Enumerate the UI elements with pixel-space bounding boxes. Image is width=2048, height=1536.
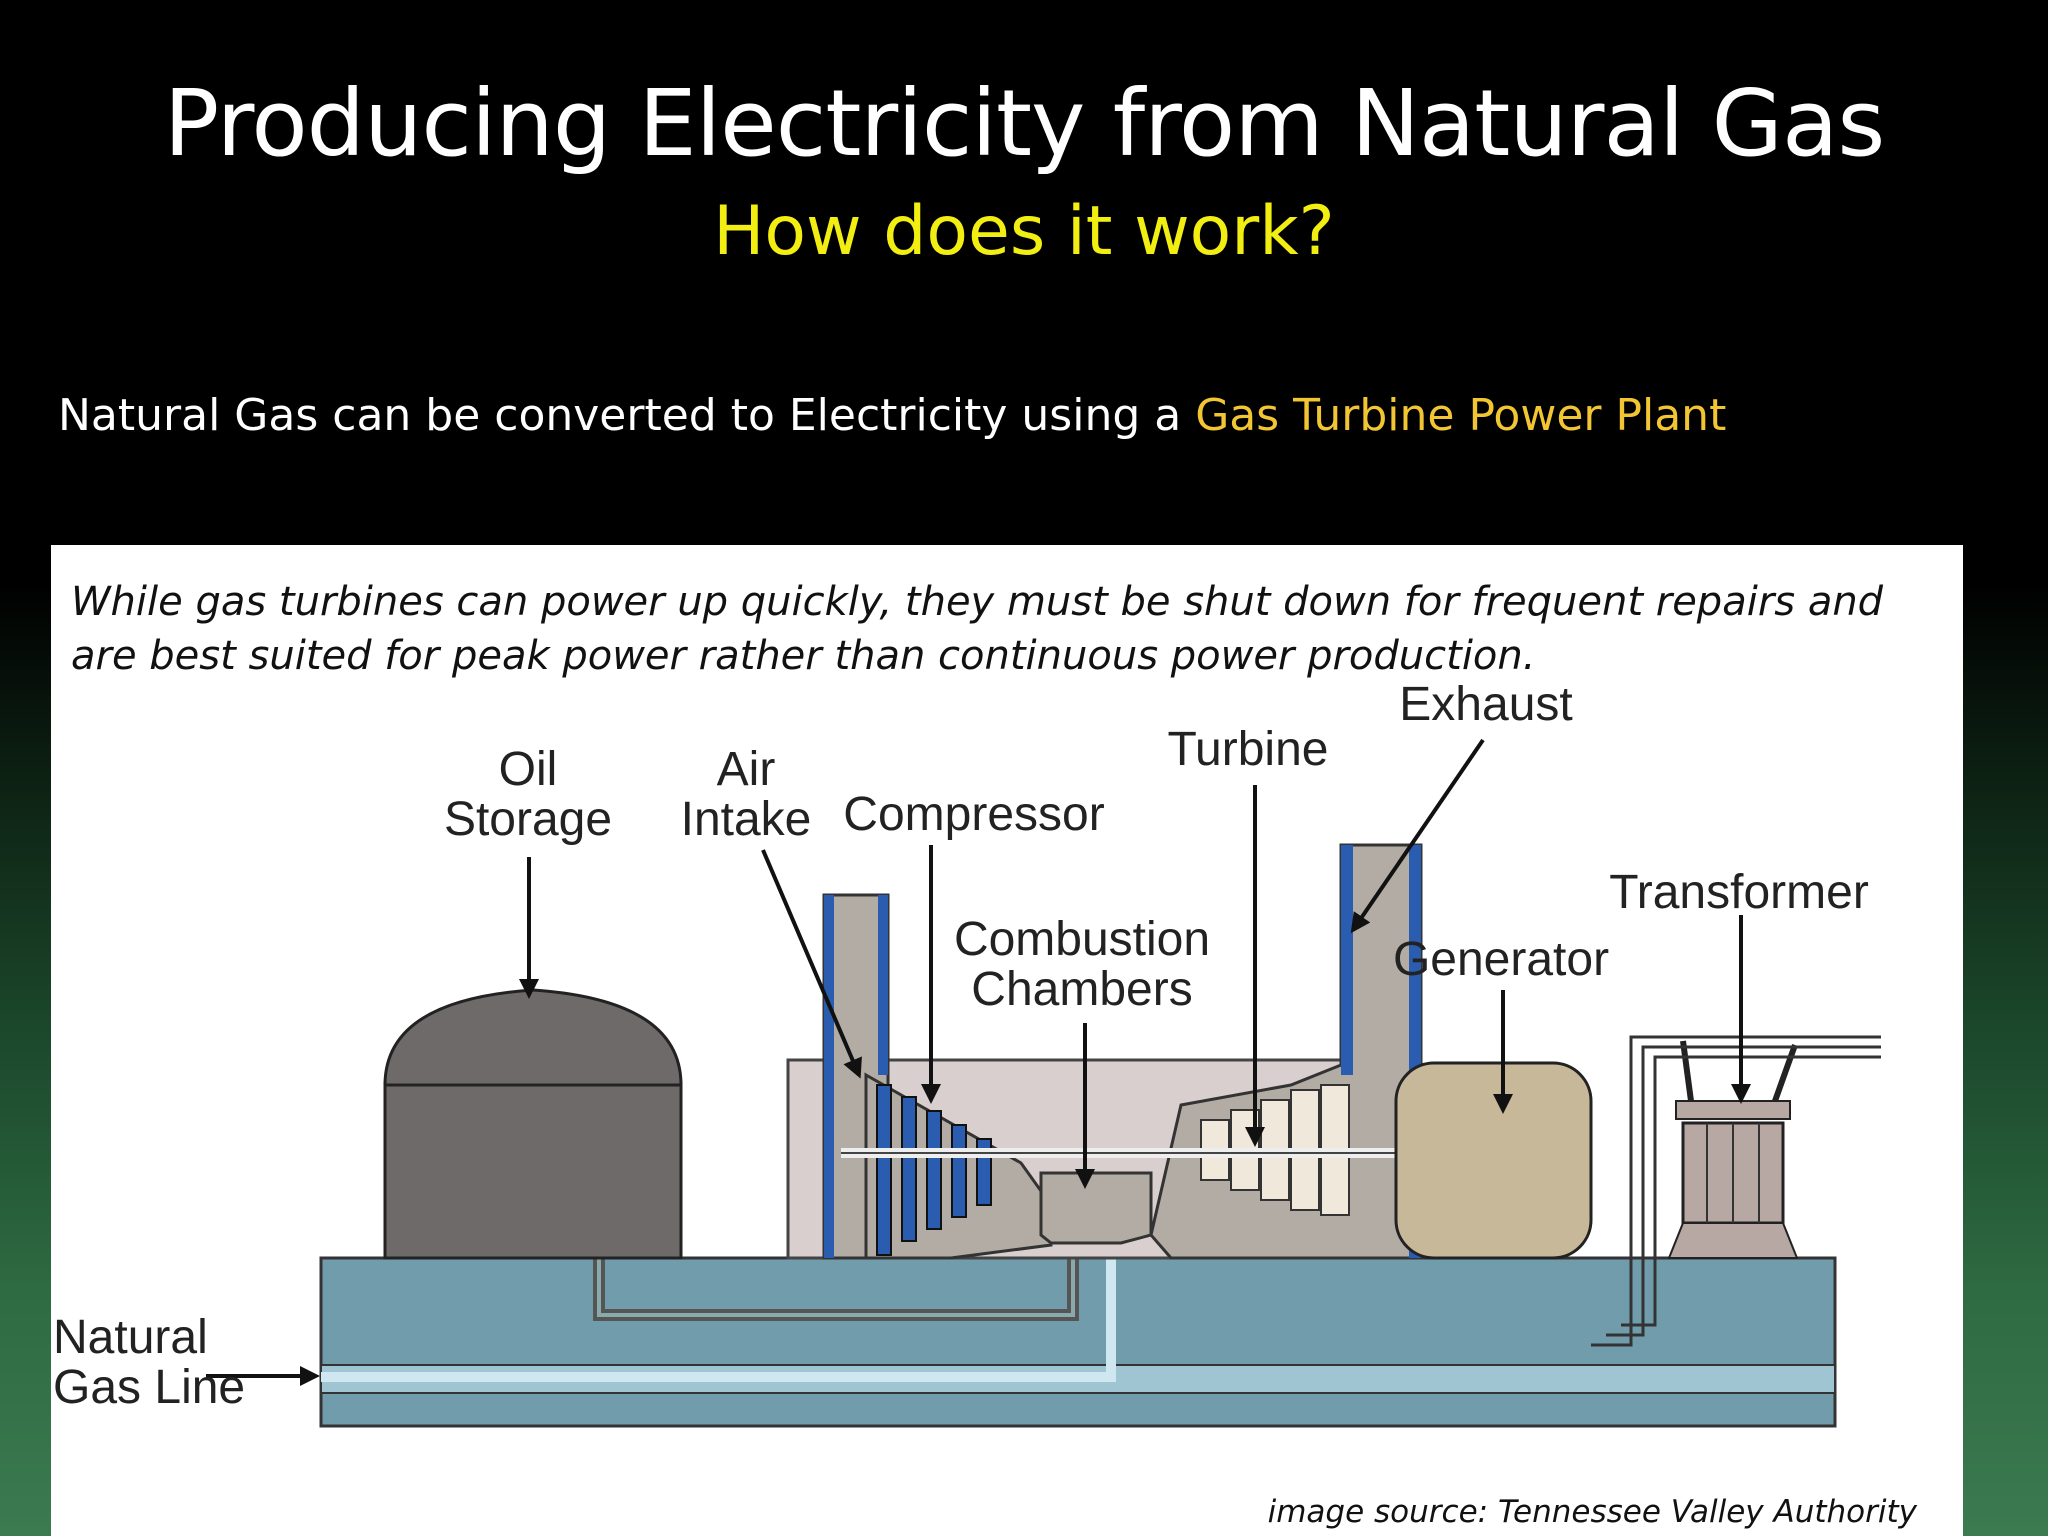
label-oil-storage-2: Storage [444, 793, 612, 846]
diagram-panel: Oil Storage Air Intake Compressor Combus… [51, 545, 1963, 1536]
label-gas-line-2: Gas Line [53, 1361, 245, 1414]
image-source: image source: Tennessee Valley Authority [1267, 1494, 1917, 1530]
label-air-intake-2: Intake [681, 793, 812, 846]
power-lines [1591, 1035, 1881, 1347]
gas-turbine-diagram: Oil Storage Air Intake Compressor Combus… [53, 678, 1881, 1428]
label-arrows [206, 738, 1751, 1386]
intro-text: Natural Gas can be converted to Electric… [58, 390, 1726, 441]
label-turbine: Turbine [1168, 723, 1329, 776]
label-exhaust: Exhaust [1399, 678, 1572, 731]
label-gas-line-1: Natural [53, 1311, 208, 1364]
intro-plain: Natural Gas can be converted to Electric… [58, 390, 1196, 441]
gas-pipe [321, 1243, 1116, 1382]
compressor-blades [876, 1084, 992, 1256]
transformer-unit [1667, 1040, 1799, 1259]
label-oil-storage-1: Oil [499, 743, 558, 796]
label-generator: Generator [1393, 933, 1609, 986]
label-combustion-1: Combustion [954, 913, 1210, 966]
exhaust-stack-blue-left [1341, 845, 1353, 1075]
diagram-note: While gas turbines can power up quickly,… [71, 579, 1884, 679]
oil-tank-dome [383, 988, 683, 1087]
slide-title: Producing Electricity from Natural Gas [163, 70, 1886, 177]
label-combustion-2: Chambers [971, 963, 1192, 1016]
generator-body [1394, 1061, 1593, 1260]
label-compressor: Compressor [843, 788, 1104, 841]
label-transformer: Transformer [1609, 866, 1869, 919]
oil-tank-body [383, 1081, 683, 1260]
label-air-intake-1: Air [717, 743, 776, 796]
slide-subtitle: How does it work? [713, 192, 1335, 271]
combustion-chamber [1039, 1171, 1153, 1245]
intro-highlight: Gas Turbine Power Plant [1195, 390, 1727, 441]
